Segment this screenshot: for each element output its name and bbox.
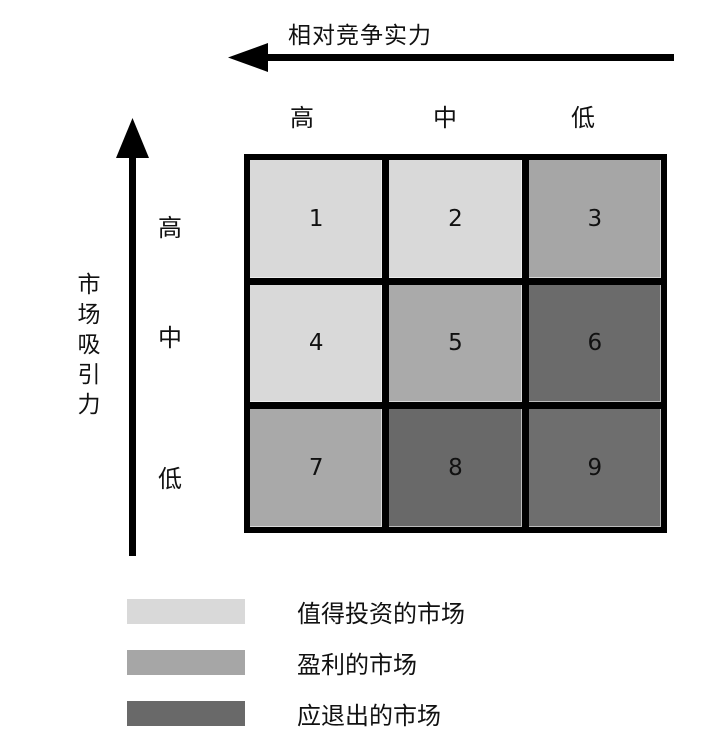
horizontal-axis-title: 相对竞争实力 [288, 23, 432, 49]
vertical-axis-title-char-3: 引 [77, 362, 101, 388]
legend-item-profitable: 盈利的市场 [127, 637, 465, 688]
vertical-axis-title: 市 场 吸 引 力 [70, 270, 108, 420]
matrix-cell-6[interactable]: 6 [528, 284, 661, 403]
legend-label-invest: 值得投资的市场 [297, 600, 465, 628]
row-header-high: 高 [158, 214, 182, 242]
vertical-axis-title-char-2: 吸 [77, 332, 101, 358]
legend-label-exit: 应退出的市场 [297, 702, 441, 730]
legend-swatch-exit [127, 701, 245, 726]
column-header-high: 高 [290, 104, 314, 132]
matrix-cell-3[interactable]: 3 [528, 160, 661, 278]
matrix-cell-9[interactable]: 9 [528, 409, 661, 527]
matrix-cell-1[interactable]: 1 [250, 160, 383, 278]
column-header-medium: 中 [433, 104, 457, 132]
matrix-cell-8[interactable]: 8 [389, 409, 522, 527]
matrix-cell-2[interactable]: 2 [389, 160, 522, 278]
vertical-axis-title-char-4: 力 [77, 392, 101, 418]
matrix-cell-7[interactable]: 7 [250, 409, 383, 527]
legend-swatch-profitable [127, 650, 245, 675]
legend-item-invest: 值得投资的市场 [127, 586, 465, 637]
matrix-cell-4[interactable]: 4 [250, 284, 383, 403]
row-header-low: 低 [158, 465, 182, 493]
legend-item-exit: 应退出的市场 [127, 688, 465, 739]
legend-swatch-invest [127, 599, 245, 624]
matrix-cell-5[interactable]: 5 [389, 284, 522, 403]
vertical-axis-title-char-1: 场 [77, 302, 101, 328]
row-header-medium: 中 [158, 324, 182, 352]
column-header-low: 低 [571, 104, 595, 132]
vertical-axis-title-char-0: 市 [77, 272, 101, 298]
matrix-grid: 1 2 3 4 5 6 7 8 9 [244, 154, 667, 533]
legend: 值得投资的市场 盈利的市场 应退出的市场 [127, 586, 465, 739]
horizontal-axis-arrow-icon [228, 43, 674, 73]
vertical-axis-arrow-icon [112, 118, 154, 556]
legend-label-profitable: 盈利的市场 [297, 651, 417, 679]
